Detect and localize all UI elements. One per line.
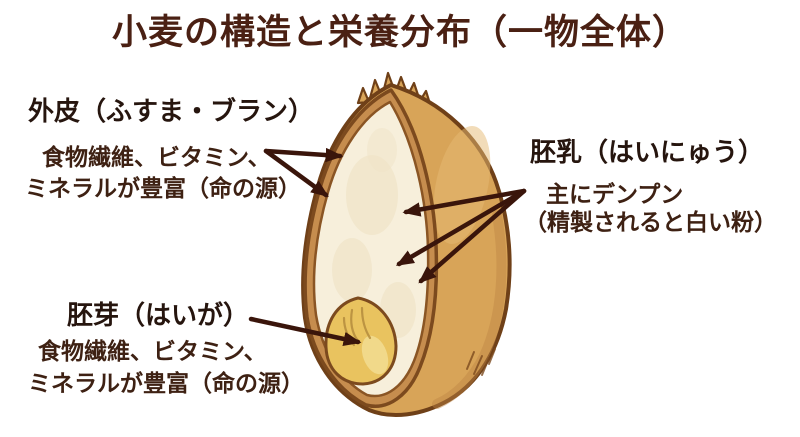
hull-shade	[432, 210, 507, 409]
endosperm-note-1: 主にデンプン	[546, 182, 684, 208]
endosperm-label: 胚乳（はいにゅう）	[530, 138, 765, 168]
arrow-endosperm-2	[395, 188, 527, 267]
arrow-bran-lower	[263, 148, 329, 198]
arrow-endosperm-3	[418, 188, 527, 284]
hull-highlight	[433, 126, 491, 244]
arrow-germ	[248, 316, 362, 347]
arrow-bran-upper	[263, 147, 344, 163]
endosperm-note-2: （精製されると白い粉）	[524, 210, 777, 236]
arrow-endosperm-1	[402, 188, 527, 217]
germ-note-2: ミネラルが豊富（命の源）	[28, 371, 304, 397]
germ-note-1: 食物繊維、ビタミン、	[38, 339, 267, 365]
bran-note-1: 食物繊維、ビタミン、	[42, 145, 271, 171]
bran-label: 外皮（ふすま・ブラン）	[28, 97, 315, 127]
germ-label: 胚芽（はいが）	[67, 301, 250, 331]
bran-note-2: ミネラルが豊富（命の源）	[25, 176, 301, 202]
hull-hatch-lines	[466, 348, 496, 376]
endosperm-texture	[332, 238, 372, 302]
endosperm-texture	[346, 155, 398, 235]
germ-highlight	[361, 335, 389, 375]
diagram-title: 小麦の構造と栄養分布（一物全体）	[111, 13, 688, 53]
endosperm-texture	[367, 128, 397, 172]
